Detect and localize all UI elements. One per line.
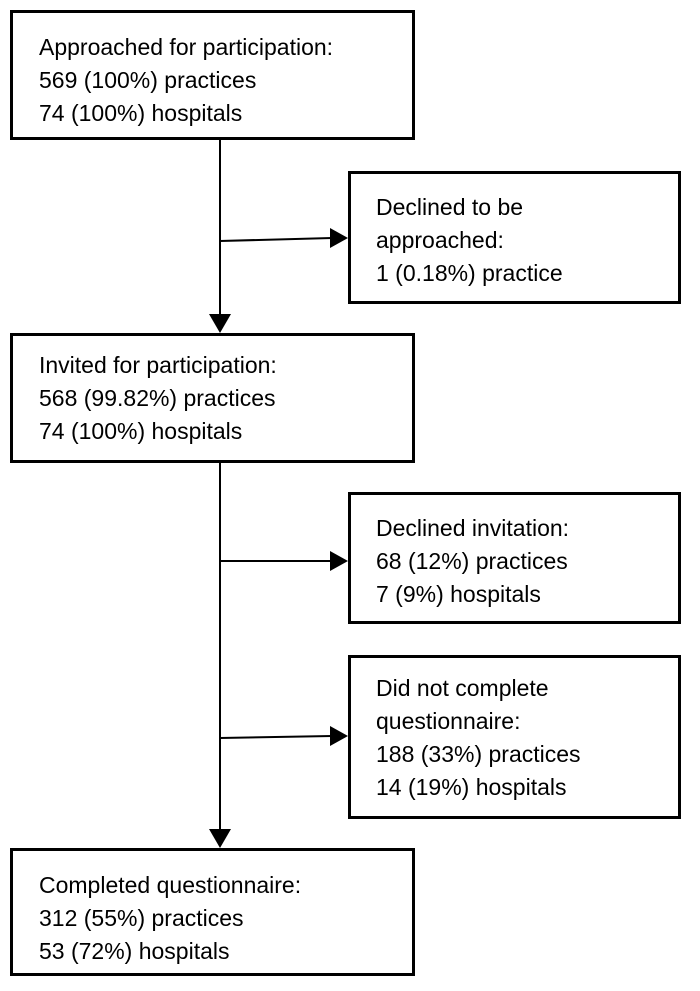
invited-hospitals: 74 (100%) hospitals xyxy=(39,418,243,444)
arrowhead-down-invited xyxy=(209,314,231,333)
not-completed-hospitals: 14 (19%) hospitals xyxy=(376,774,567,800)
declined-approach-title-line-1: Declined to be xyxy=(376,194,524,220)
arrowhead-right-declined-invitation xyxy=(330,551,348,571)
invited-practices: 568 (99.82%) practices xyxy=(39,385,276,411)
declined-approach-title-line-2: approached: xyxy=(376,227,504,253)
not-completed-practices: 188 (33%) practices xyxy=(376,741,581,767)
declined-approach-box: Declined to be approached: 1 (0.18%) pra… xyxy=(348,171,681,304)
completed-title: Completed questionnaire: xyxy=(39,872,302,898)
declined-invitation-title: Declined invitation: xyxy=(376,515,570,541)
invited-box: Invited for participation: 568 (99.82%) … xyxy=(10,333,415,463)
approached-box: Approached for participation: 569 (100%)… xyxy=(10,10,415,140)
declined-invitation-box: Declined invitation: 68 (12%) practices … xyxy=(348,492,681,624)
completed-practices: 312 (55%) practices xyxy=(39,905,244,931)
not-completed-box: Did not complete questionnaire: 188 (33%… xyxy=(348,655,681,819)
arrowhead-right-declined-approach xyxy=(330,228,348,248)
completed-box: Completed questionnaire: 312 (55%) pract… xyxy=(10,848,415,976)
declined-approach-practices: 1 (0.18%) practice xyxy=(376,260,563,286)
arrow-to-not-completed xyxy=(219,735,333,739)
approached-practices: 569 (100%) practices xyxy=(39,67,257,93)
completed-hospitals: 53 (72%) hospitals xyxy=(39,938,230,964)
arrow-to-declined-approach xyxy=(219,237,333,242)
approached-hospitals: 74 (100%) hospitals xyxy=(39,100,243,126)
approached-title: Approached for participation: xyxy=(39,34,334,60)
declined-invitation-hospitals: 7 (9%) hospitals xyxy=(376,581,541,607)
arrowhead-right-not-completed xyxy=(330,726,348,746)
not-completed-title-line-1: Did not complete xyxy=(376,675,549,701)
declined-invitation-practices: 68 (12%) practices xyxy=(376,548,568,574)
arrowhead-down-completed xyxy=(209,829,231,848)
invited-title: Invited for participation: xyxy=(39,352,277,378)
not-completed-title-line-2: questionnaire: xyxy=(376,708,521,734)
